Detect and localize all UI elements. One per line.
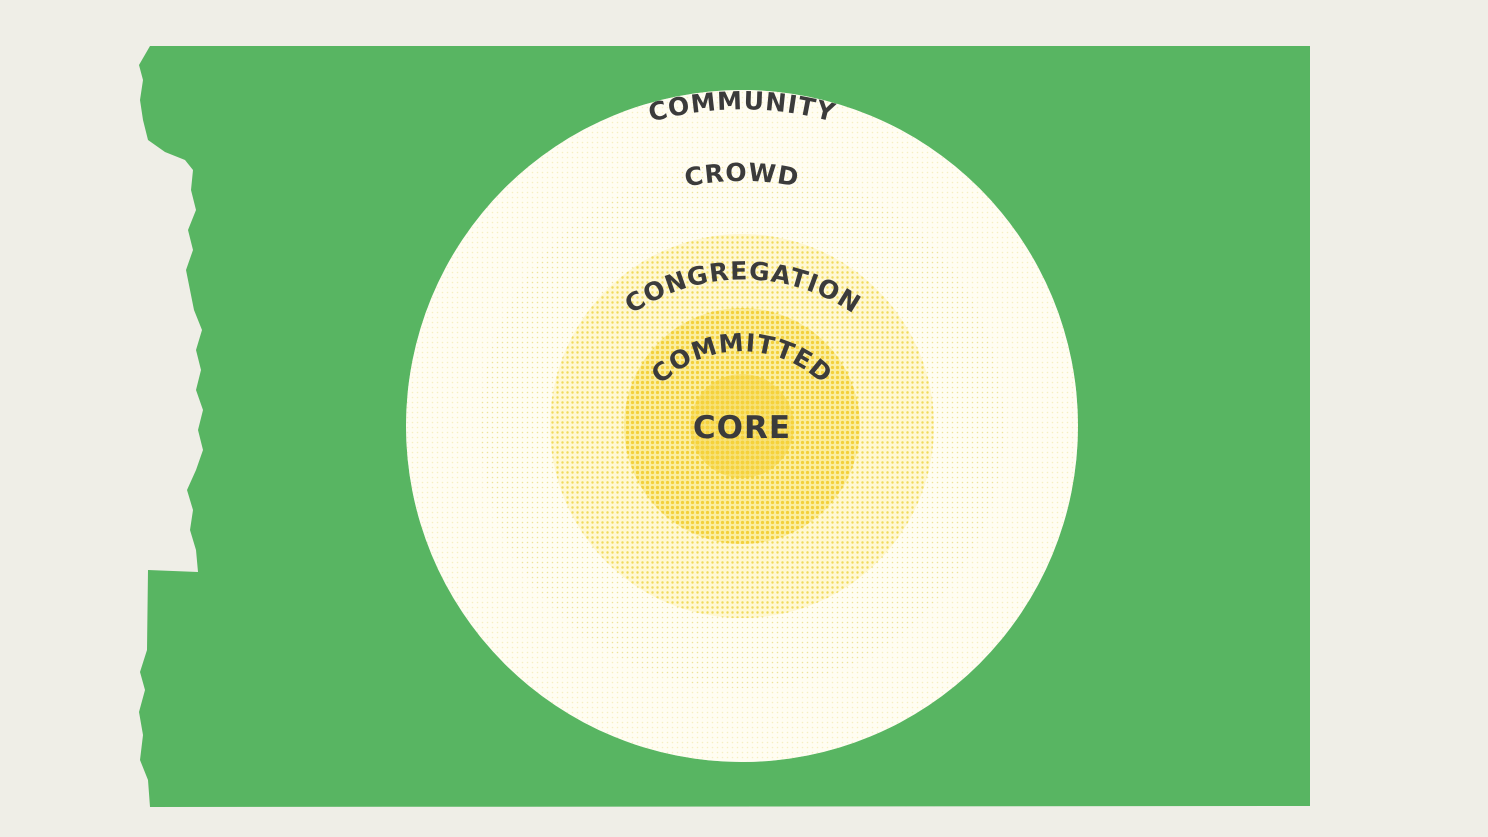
ring-core	[690, 374, 794, 478]
label-core: CORE	[693, 410, 791, 446]
